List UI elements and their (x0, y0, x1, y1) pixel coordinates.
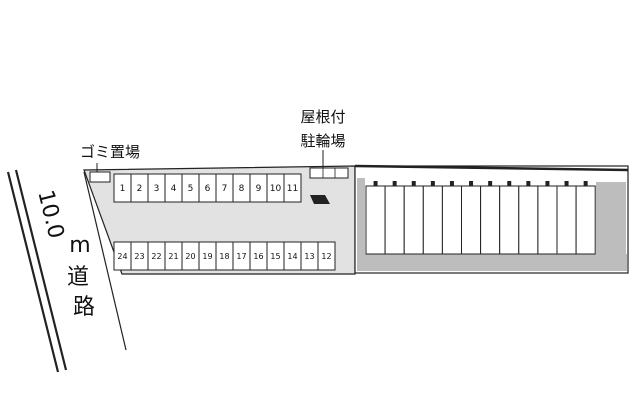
parking-space: 24 (113, 241, 132, 271)
parking-space-number: 19 (202, 252, 212, 261)
gravel-strip (596, 182, 626, 268)
parking-space-number: 17 (236, 252, 246, 261)
parking-space-number: 5 (188, 184, 194, 194)
parking-space-number: 14 (287, 252, 297, 261)
parking-space: 20 (181, 241, 200, 271)
parking-space: 14 (283, 241, 302, 271)
parking-space-number: 2 (137, 184, 143, 194)
parking-space-number: 22 (151, 252, 161, 261)
parking-space: 22 (147, 241, 166, 271)
parking-space: 3 (147, 173, 166, 203)
parking-space-number: 15 (270, 252, 280, 261)
parking-space: 9 (249, 173, 268, 203)
building-stall (403, 181, 424, 255)
parking-space-number: 23 (134, 252, 144, 261)
building-stall (365, 181, 386, 255)
parking-space: 2 (130, 173, 149, 203)
parking-space: 4 (164, 173, 183, 203)
parking-space: 8 (232, 173, 251, 203)
building-stall (461, 181, 482, 255)
parking-space: 17 (232, 241, 251, 271)
building-stall (556, 181, 577, 255)
garbage-area (89, 163, 111, 183)
road-width-text: 10.0 (32, 188, 68, 242)
parking-space-number: 8 (239, 184, 245, 194)
building-stall (441, 181, 462, 255)
parking-space: 18 (215, 241, 234, 271)
parking-space-number: 21 (168, 252, 178, 261)
parking-space-number: 6 (205, 184, 211, 194)
parking-space-number: 24 (117, 252, 127, 261)
parking-space-number: 20 (185, 252, 195, 261)
parking-space-number: 10 (270, 184, 282, 194)
bike-label-line1: 屋根付 (300, 108, 345, 126)
parking-space-number: 16 (253, 252, 263, 261)
road-word2-text: 路 (73, 295, 95, 320)
parking-space: 7 (215, 173, 234, 203)
parking-space: 1 (113, 173, 132, 203)
parking-space-number: 4 (171, 184, 177, 194)
parking-space-number: 1 (120, 184, 126, 194)
bike-label-line2: 駐輪場 (300, 132, 345, 150)
road-word1-text: 道 (67, 265, 89, 290)
parking-space: 10 (266, 173, 285, 203)
parking-space-number: 3 (154, 184, 160, 194)
gravel-strip (357, 254, 627, 271)
building-stall (575, 181, 596, 255)
parking-space: 12 (317, 241, 336, 271)
building-stalls (365, 181, 596, 255)
building-stall (499, 181, 520, 255)
parking-space: 15 (266, 241, 285, 271)
parking-space-number: 9 (256, 184, 262, 194)
parking-space: 5 (181, 173, 200, 203)
parking-row-bottom: 24 23 22 21 20 19 18 17 16 15 14 13 12 (113, 241, 336, 271)
road-label: 10.0 m 道 路 (32, 188, 95, 320)
road-unit-text: m (69, 233, 90, 258)
parking-space: 23 (130, 241, 149, 271)
bike-parking (309, 150, 349, 204)
building-stall (422, 181, 443, 255)
parking-space-number: 13 (304, 252, 314, 261)
gravel-strip (357, 178, 365, 258)
parking-space: 6 (198, 173, 217, 203)
parking-space: 16 (249, 241, 268, 271)
building-stall (518, 181, 539, 255)
building-stall (480, 181, 501, 255)
road (6, 169, 127, 373)
parking-space-number: 12 (321, 252, 331, 261)
building-stall (537, 181, 558, 255)
parking-space-number: 18 (219, 252, 229, 261)
parking-space-number: 11 (287, 184, 298, 194)
building-stall (384, 181, 405, 255)
parking-space: 21 (164, 241, 183, 271)
parking-row-top: 1 2 3 4 5 6 7 8 9 10 11 (113, 173, 302, 203)
parking-space: 11 (283, 173, 302, 203)
garbage-label: ゴミ置場 (80, 143, 140, 161)
parking-space-number: 7 (222, 184, 228, 194)
parking-space: 13 (300, 241, 319, 271)
parking-space: 19 (198, 241, 217, 271)
